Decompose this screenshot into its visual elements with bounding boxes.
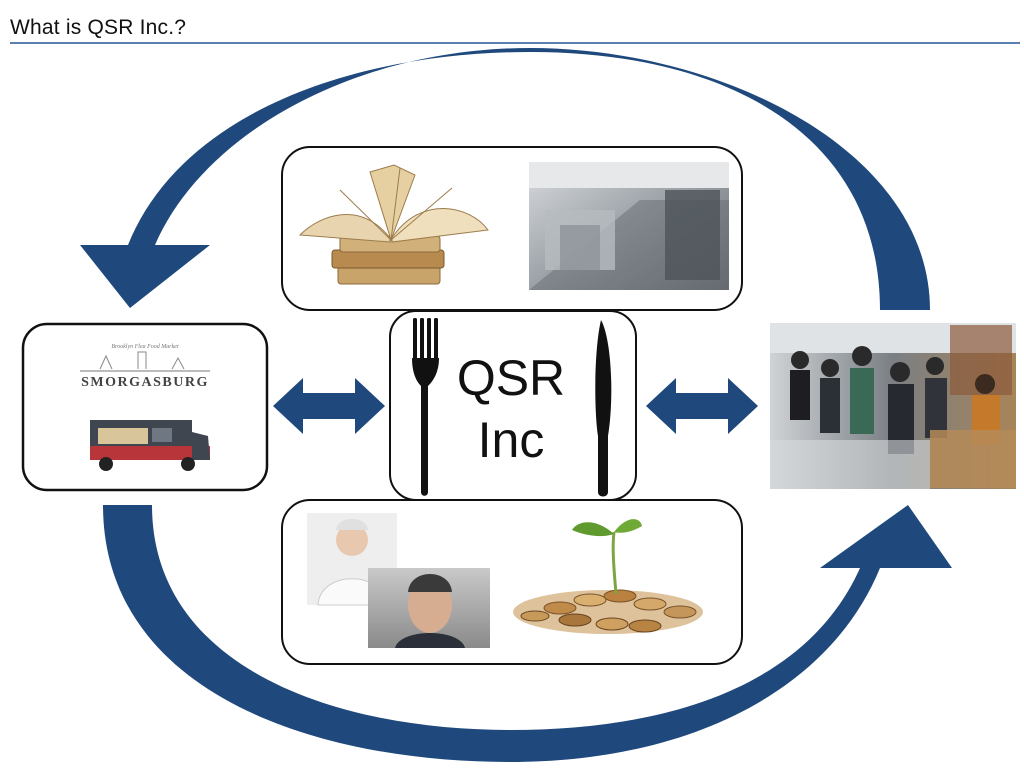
customer-queue-image xyxy=(770,323,1016,489)
smorgasburg-logo: Brooklyn Flea Food Market SMORGASBURG xyxy=(80,344,210,390)
cycle-arrows xyxy=(80,48,952,762)
coins-sprout-image xyxy=(513,519,703,634)
left-panel: Brooklyn Flea Food Market SMORGASBURG xyxy=(21,322,269,492)
bottom-curved-arrow xyxy=(103,505,952,762)
logo-tagline: Brooklyn Flea Food Market xyxy=(111,344,179,350)
center-title-line1: QSR xyxy=(457,350,565,406)
logo-name: SMORGASBURG xyxy=(81,375,209,390)
center-title-line2: Inc xyxy=(478,412,545,468)
center-panel: QSR Inc xyxy=(389,310,637,501)
slide-header: What is QSR Inc.? xyxy=(0,0,1024,44)
restaurateur-portrait-image xyxy=(368,568,490,648)
left-double-arrow xyxy=(273,378,385,434)
title-underline xyxy=(10,42,1020,44)
bottom-panel xyxy=(281,499,743,665)
right-double-arrow xyxy=(646,378,758,434)
top-panel xyxy=(281,146,743,311)
slide-title: What is QSR Inc.? xyxy=(10,16,187,39)
commercial-kitchen-image xyxy=(529,162,729,290)
right-panel xyxy=(770,323,1016,489)
food-truck-image xyxy=(90,420,210,471)
fork-icon xyxy=(412,318,439,496)
open-books-image xyxy=(298,164,489,285)
knife-icon xyxy=(595,320,612,497)
